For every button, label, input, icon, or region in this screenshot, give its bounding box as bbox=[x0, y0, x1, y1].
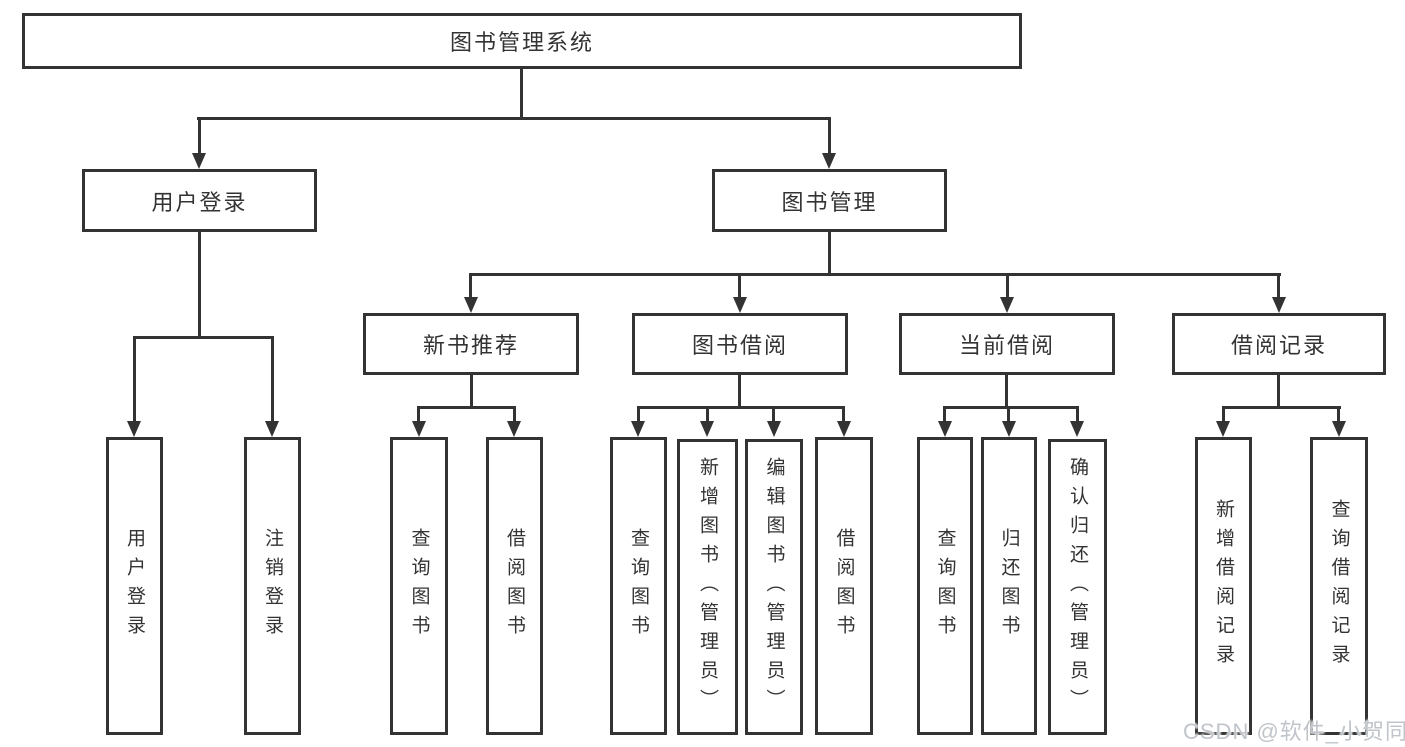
leaf-return-books: 归还图书 bbox=[981, 437, 1037, 735]
leaf-edit-book-admin: 编辑图书（管理员） bbox=[745, 439, 803, 735]
connector-line bbox=[1006, 273, 1009, 298]
leaf-query-books-borrowing: 查询图书 bbox=[610, 437, 667, 735]
connector-line bbox=[1337, 406, 1340, 422]
connector-line bbox=[520, 69, 523, 120]
node-book-borrowing: 图书借阅 bbox=[632, 313, 848, 375]
arrow-down-icon bbox=[733, 297, 747, 313]
node-borrowing-records: 借阅记录 bbox=[1172, 313, 1386, 375]
leaf-label: 查询图书 bbox=[628, 528, 649, 644]
arrow-down-icon bbox=[938, 421, 952, 437]
leaf-borrow-books-recommend: 借阅图书 bbox=[486, 437, 543, 735]
connector-line bbox=[133, 336, 136, 422]
connector-line bbox=[943, 406, 946, 422]
node-new-book-recommendation: 新书推荐 bbox=[363, 313, 579, 375]
leaf-logout: 注销登录 bbox=[244, 437, 301, 735]
leaf-query-books-recommend: 查询图书 bbox=[390, 437, 448, 735]
connector-line bbox=[828, 117, 831, 155]
leaf-query-books-current: 查询图书 bbox=[917, 437, 973, 735]
connector-line bbox=[738, 273, 741, 298]
leaf-label: 归还图书 bbox=[998, 528, 1020, 644]
arrow-down-icon bbox=[464, 297, 478, 313]
arrow-down-icon bbox=[700, 421, 714, 437]
node-book-management: 图书管理 bbox=[712, 169, 947, 232]
connector-line bbox=[1222, 406, 1341, 409]
arrow-down-icon bbox=[192, 153, 206, 169]
connector-line bbox=[417, 406, 420, 422]
connector-line bbox=[1005, 375, 1008, 409]
leaf-add-book-admin: 新增图书（管理员） bbox=[677, 439, 738, 735]
arrow-down-icon bbox=[822, 153, 836, 169]
connector-line bbox=[470, 375, 473, 409]
connector-line bbox=[271, 336, 274, 422]
connector-line bbox=[706, 406, 709, 422]
leaf-label: 借阅图书 bbox=[504, 528, 525, 644]
connector-line bbox=[1277, 273, 1280, 298]
connector-line bbox=[943, 406, 1079, 409]
arrow-down-icon bbox=[507, 421, 521, 437]
node-current-borrowing: 当前借阅 bbox=[899, 313, 1115, 375]
connector-line bbox=[1222, 406, 1225, 422]
arrow-down-icon bbox=[1002, 421, 1016, 437]
connector-line bbox=[637, 406, 640, 422]
arrow-down-icon bbox=[127, 421, 141, 437]
leaf-label: 编辑图书（管理员） bbox=[763, 456, 785, 718]
connector-line bbox=[197, 117, 831, 120]
leaf-confirm-return-admin: 确认归还（管理员） bbox=[1048, 439, 1107, 735]
connector-line bbox=[1076, 406, 1079, 422]
leaf-borrow-books-borrowing: 借阅图书 bbox=[815, 437, 873, 735]
arrow-down-icon bbox=[265, 421, 279, 437]
arrow-down-icon bbox=[631, 421, 645, 437]
connector-line bbox=[1007, 406, 1010, 422]
connector-line bbox=[470, 273, 1281, 276]
node-user-login: 用户登录 bbox=[82, 169, 317, 232]
connector-line bbox=[842, 406, 845, 422]
leaf-user-login: 用户登录 bbox=[106, 437, 163, 735]
leaf-label: 借阅图书 bbox=[833, 528, 855, 644]
arrow-down-icon bbox=[837, 421, 851, 437]
connector-line bbox=[828, 232, 831, 276]
leaf-label: 用户登录 bbox=[124, 528, 145, 644]
arrow-down-icon bbox=[1272, 297, 1286, 313]
arrow-down-icon bbox=[1070, 421, 1084, 437]
connector-line bbox=[1277, 375, 1280, 409]
arrow-down-icon bbox=[767, 421, 781, 437]
leaf-label: 新增图书（管理员） bbox=[697, 456, 718, 718]
node-library-management-system: 图书管理系统 bbox=[22, 13, 1022, 69]
connector-line bbox=[772, 406, 775, 422]
leaf-label: 新增借阅记录 bbox=[1213, 499, 1234, 673]
connector-line bbox=[133, 336, 274, 339]
leaf-query-borrow-record: 查询借阅记录 bbox=[1310, 437, 1368, 735]
leaf-label: 查询图书 bbox=[408, 528, 430, 644]
arrow-down-icon bbox=[1000, 297, 1014, 313]
connector-line bbox=[418, 406, 516, 409]
leaf-add-borrow-record: 新增借阅记录 bbox=[1195, 437, 1252, 735]
arrow-down-icon bbox=[1216, 421, 1230, 437]
csdn-watermark: CSDN @软件_小贺同学 bbox=[1183, 719, 1405, 744]
connector-line bbox=[738, 375, 741, 409]
arrow-down-icon bbox=[1332, 421, 1346, 437]
arrow-down-icon bbox=[412, 421, 426, 437]
leaf-label: 查询图书 bbox=[934, 528, 956, 644]
leaf-label: 查询借阅记录 bbox=[1328, 499, 1350, 673]
leaf-label: 注销登录 bbox=[262, 528, 283, 644]
connector-line bbox=[198, 117, 201, 155]
connector-line bbox=[469, 273, 472, 298]
leaf-label: 确认归还（管理员） bbox=[1067, 456, 1088, 718]
connector-line bbox=[513, 406, 516, 422]
connector-line bbox=[198, 232, 201, 339]
connector-line bbox=[637, 406, 845, 409]
